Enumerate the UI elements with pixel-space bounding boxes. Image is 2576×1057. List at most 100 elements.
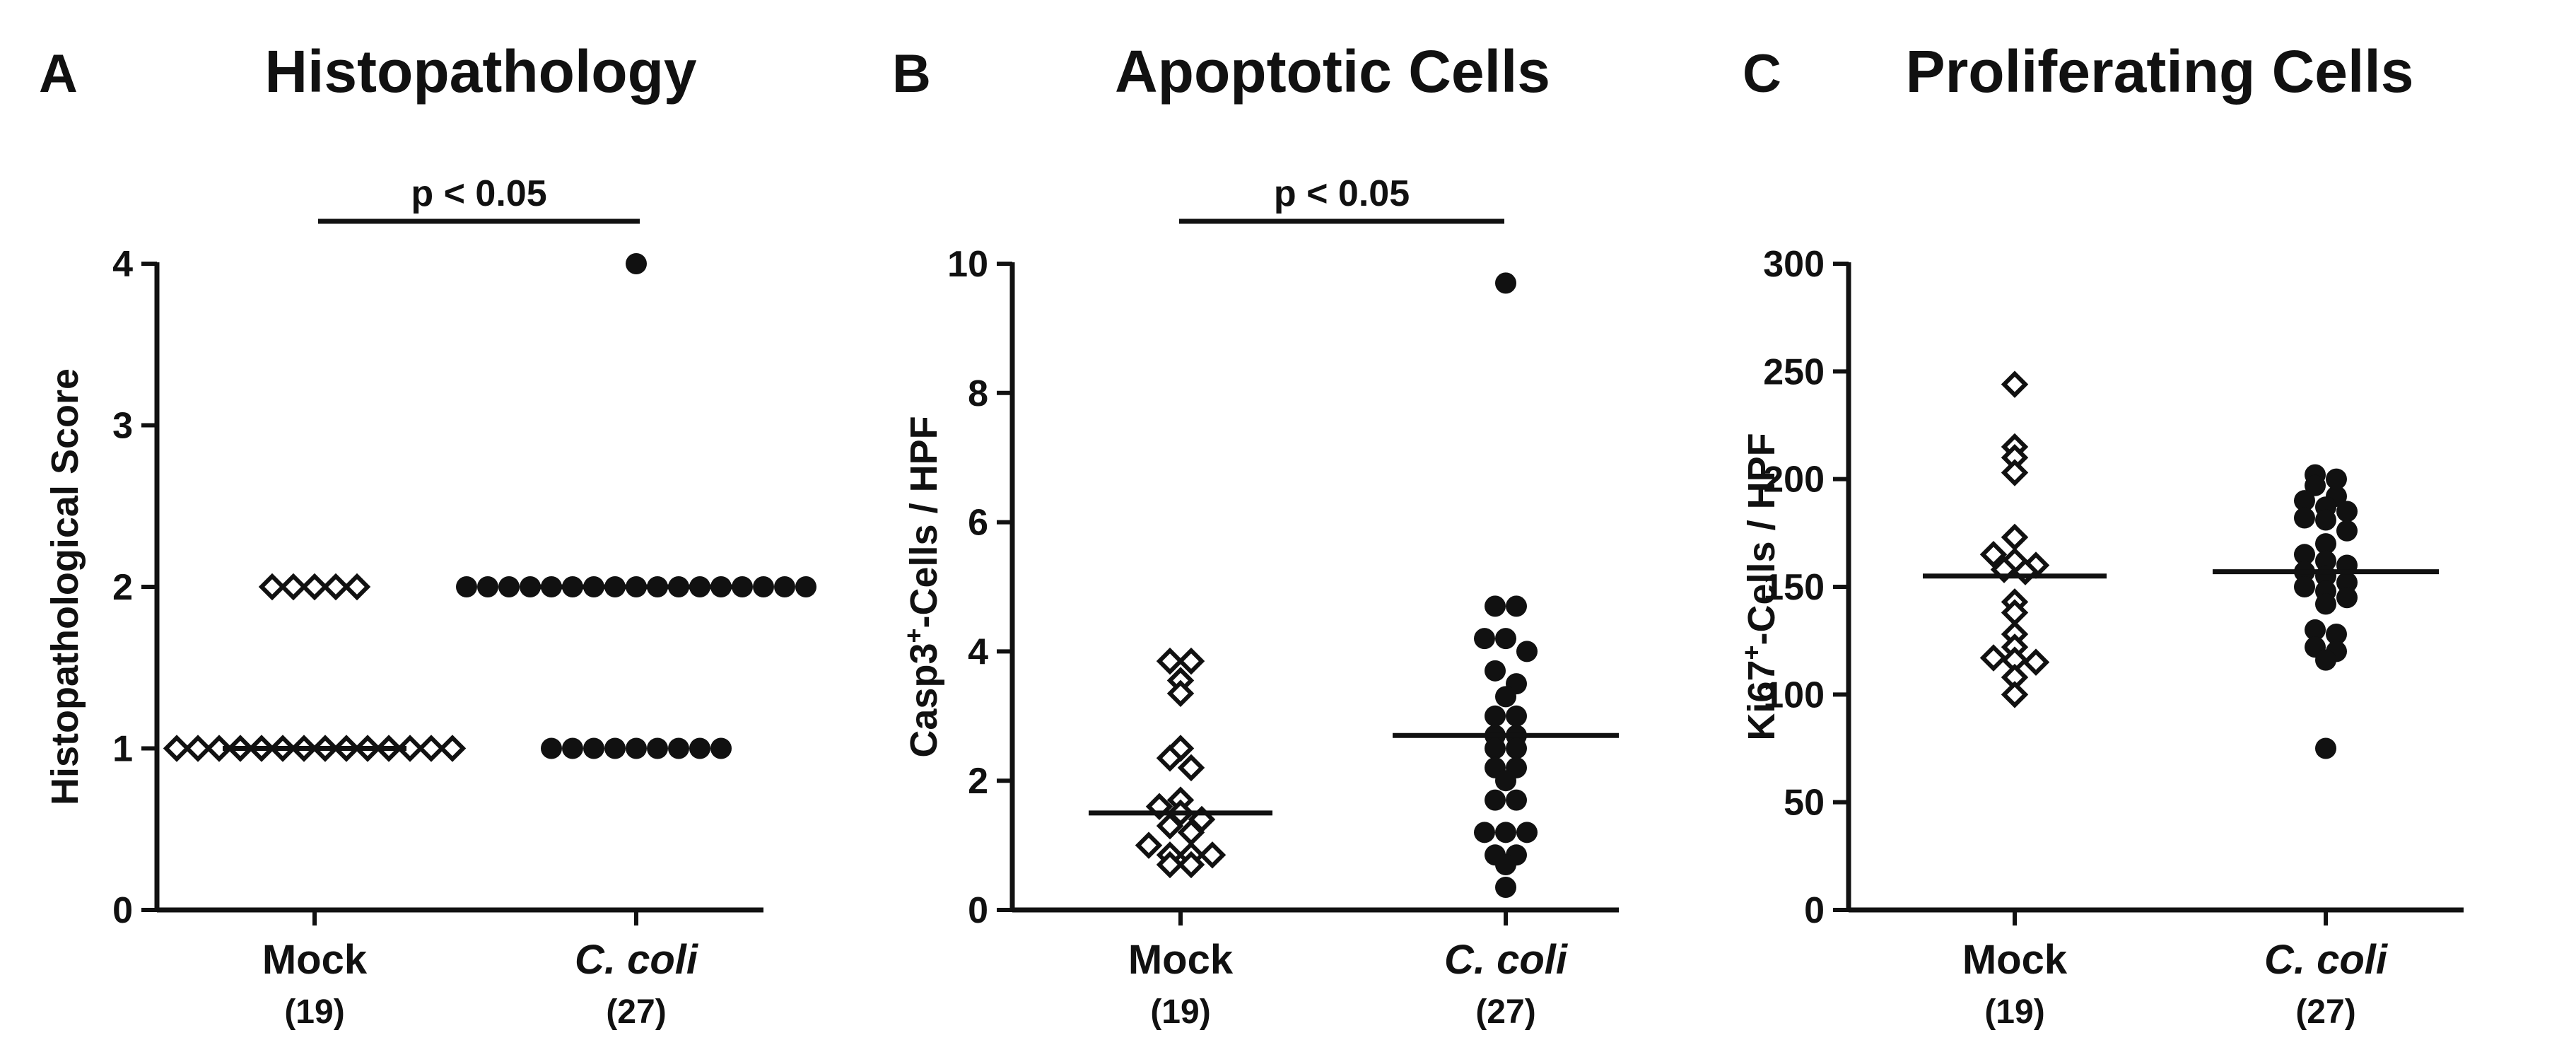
mock-point bbox=[2001, 681, 2029, 708]
ccoli-point bbox=[668, 737, 689, 759]
mock-point bbox=[1135, 831, 1163, 859]
panel-title: Histopathology bbox=[264, 38, 697, 105]
ccoli-point bbox=[1506, 595, 1527, 617]
panel-letter: A bbox=[39, 44, 78, 104]
ccoli-point bbox=[795, 576, 816, 597]
y-tick-label: 300 bbox=[1763, 244, 1825, 285]
ccoli-point bbox=[1495, 770, 1516, 792]
y-tick-label: 2 bbox=[112, 567, 133, 608]
y-tick-label: 10 bbox=[947, 244, 988, 285]
ccoli-point bbox=[2336, 587, 2358, 609]
y-tick-label: 0 bbox=[968, 890, 988, 931]
ccoli-point bbox=[2315, 550, 2336, 572]
ccoli-point bbox=[1485, 660, 1506, 682]
category-label: C. coli bbox=[2264, 937, 2389, 983]
mock-point bbox=[184, 735, 212, 762]
ccoli-point bbox=[1516, 822, 1538, 843]
panel-letter: B bbox=[892, 44, 931, 104]
y-axis-label: Histopathological Score bbox=[44, 368, 86, 805]
ccoli-point bbox=[2294, 544, 2315, 566]
category-count: (19) bbox=[1150, 993, 1210, 1031]
ccoli-point bbox=[2336, 520, 2358, 542]
mock-point bbox=[1177, 754, 1205, 782]
y-tick-label: 150 bbox=[1763, 567, 1825, 608]
y-tick-label: 2 bbox=[968, 761, 988, 802]
mock-point bbox=[343, 573, 371, 601]
ccoli-point bbox=[753, 576, 774, 597]
ccoli-point bbox=[2294, 490, 2315, 512]
y-tick-label: 0 bbox=[1804, 890, 1825, 931]
category-count: (27) bbox=[606, 993, 666, 1031]
ccoli-point bbox=[1485, 737, 1506, 759]
category-count: (27) bbox=[2295, 993, 2355, 1031]
ccoli-point bbox=[626, 737, 647, 759]
ccoli-point bbox=[2315, 533, 2336, 555]
ccoli-point bbox=[541, 737, 562, 759]
mock-point bbox=[258, 573, 286, 601]
mock-point bbox=[205, 735, 233, 762]
mock-point bbox=[396, 735, 424, 762]
y-tick-label: 250 bbox=[1763, 351, 1825, 392]
ccoli-point bbox=[2315, 593, 2336, 615]
panel-title: Apoptotic Cells bbox=[1115, 38, 1550, 105]
mock-point bbox=[2001, 523, 2029, 551]
y-tick-label: 200 bbox=[1763, 460, 1825, 501]
mock-point bbox=[1156, 744, 1184, 772]
category-label: Mock bbox=[1962, 937, 2068, 983]
mock-point bbox=[1198, 841, 1226, 869]
mock-point bbox=[1156, 851, 1184, 879]
ccoli-point bbox=[1506, 705, 1527, 727]
ccoli-point bbox=[1495, 854, 1516, 876]
significance-label: p < 0.05 bbox=[1274, 173, 1410, 214]
y-tick-label: 0 bbox=[112, 890, 133, 931]
mock-point bbox=[1979, 644, 2008, 672]
ccoli-point bbox=[2305, 474, 2326, 496]
ccoli-point bbox=[1485, 789, 1506, 811]
ccoli-point bbox=[498, 576, 520, 597]
ccoli-point bbox=[1485, 595, 1506, 617]
ccoli-point bbox=[2336, 571, 2358, 593]
ccoli-point bbox=[2294, 507, 2315, 529]
ccoli-point bbox=[604, 737, 626, 759]
y-tick-label: 6 bbox=[968, 503, 988, 544]
ccoli-point bbox=[1495, 686, 1516, 708]
ccoli-point bbox=[2315, 737, 2336, 759]
y-tick-label: 4 bbox=[968, 631, 988, 672]
y-tick-label: 8 bbox=[968, 373, 988, 414]
ccoli-point bbox=[1474, 628, 1495, 650]
mock-point bbox=[300, 573, 329, 601]
ccoli-point bbox=[562, 737, 583, 759]
category-count: (19) bbox=[284, 993, 344, 1031]
mock-point bbox=[163, 735, 191, 762]
ccoli-point bbox=[2305, 619, 2326, 641]
mock-point bbox=[2001, 370, 2029, 398]
ccoli-point bbox=[2294, 576, 2315, 597]
ccoli-point bbox=[1495, 272, 1516, 294]
mock-point bbox=[1156, 812, 1184, 840]
ccoli-point bbox=[689, 737, 710, 759]
ccoli-point bbox=[1474, 822, 1495, 843]
mock-point bbox=[1166, 679, 1195, 708]
mock-point bbox=[2001, 459, 2029, 486]
ccoli-point bbox=[774, 576, 795, 597]
ccoli-point bbox=[477, 576, 498, 597]
y-tick-label: 50 bbox=[1784, 783, 1825, 824]
ccoli-point bbox=[2326, 624, 2347, 646]
panel-letter: C bbox=[1743, 44, 1781, 104]
category-label: Mock bbox=[262, 937, 368, 983]
mock-point bbox=[2022, 648, 2050, 676]
ccoli-point bbox=[1506, 789, 1527, 811]
category-count: (19) bbox=[1984, 993, 2044, 1031]
mock-point bbox=[417, 735, 445, 762]
mock-point bbox=[1156, 647, 1184, 675]
y-tick-label: 1 bbox=[112, 729, 133, 770]
ccoli-point bbox=[1495, 822, 1516, 843]
y-axis-label: Ki67+-Cells / HPF bbox=[1737, 433, 1783, 740]
y-tick-label: 100 bbox=[1763, 675, 1825, 716]
significance-label: p < 0.05 bbox=[411, 173, 546, 214]
mock-point bbox=[1177, 851, 1205, 879]
